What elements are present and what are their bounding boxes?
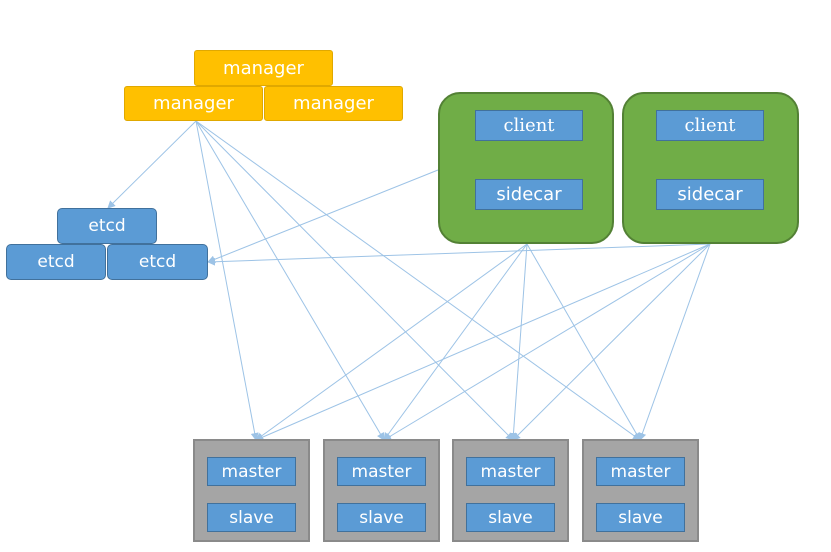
arrow-pod-left-to-etcd (207, 169, 439, 264)
slave-box-4: slave (596, 503, 685, 532)
manager-label: manager (153, 93, 234, 114)
etcd-box-top: etcd (57, 208, 157, 244)
manager-box-top: manager (194, 50, 333, 86)
master-label: master (351, 461, 412, 482)
master-box-4: master (596, 457, 685, 486)
etcd-box-right: etcd (107, 244, 208, 280)
arrow-pod-right-to-etcd (207, 243, 711, 266)
arrow-manager-to-etcd (107, 120, 197, 209)
slave-label: slave (229, 507, 274, 528)
etcd-box-left: etcd (6, 244, 106, 280)
etcd-label: etcd (138, 252, 177, 272)
arrow-manager-to-node-1 (195, 120, 259, 441)
master-box-2: master (337, 457, 426, 486)
slave-label: slave (488, 507, 533, 528)
arrow-pod-right-to-node-4 (638, 243, 711, 441)
arrow-pod-right-to-node-3 (512, 243, 711, 441)
slave-box-1: slave (207, 503, 296, 532)
manager-label: manager (293, 93, 374, 114)
arrow-pod-right-to-node-2 (383, 243, 711, 441)
manager-box-right: manager (264, 86, 403, 121)
etcd-label: etcd (37, 252, 75, 272)
sidecar-label: sidecar (496, 184, 562, 205)
slave-box-3: slave (466, 503, 555, 532)
manager-box-left: manager (124, 86, 263, 121)
sidecar-label: sidecar (677, 184, 743, 205)
client-label: client (503, 115, 555, 136)
client-label: client (684, 115, 736, 136)
arrow-pod-left-to-node-4 (526, 243, 641, 441)
master-label: master (480, 461, 541, 482)
master-box-1: master (207, 457, 296, 486)
etcd-label: etcd (88, 216, 126, 236)
arrow-pod-right-to-node-1 (255, 243, 711, 441)
master-label: master (221, 461, 282, 482)
slave-label: slave (618, 507, 663, 528)
slave-label: slave (359, 507, 404, 528)
arrow-manager-to-node-2 (195, 120, 385, 441)
arrow-manager-to-node-3 (195, 120, 514, 441)
sidecar-box-left: sidecar (475, 179, 583, 210)
manager-label: manager (223, 57, 304, 79)
arrow-pod-left-to-node-1 (255, 243, 528, 441)
master-label: master (610, 461, 671, 482)
client-box-left: client (475, 110, 583, 141)
master-box-3: master (466, 457, 555, 486)
slave-box-2: slave (337, 503, 426, 532)
arrow-pod-left-to-node-3 (509, 243, 528, 441)
sidecar-box-right: sidecar (656, 179, 764, 210)
client-box-right: client (656, 110, 764, 141)
arrow-pod-left-to-node-2 (383, 243, 528, 441)
